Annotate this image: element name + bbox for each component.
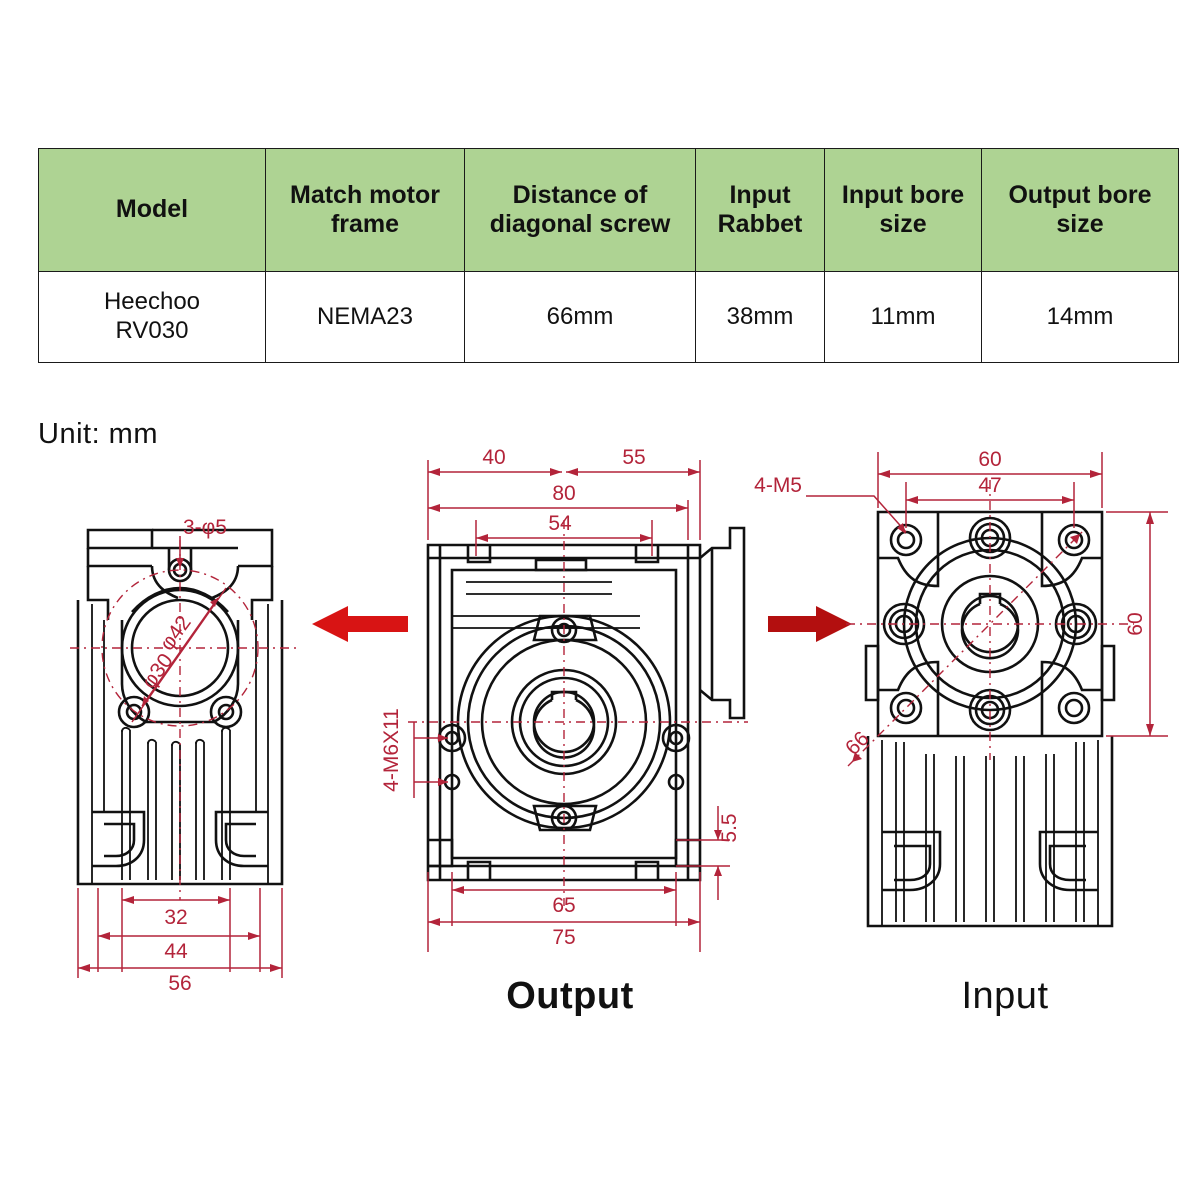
header-dist-line1: Distance of [512, 180, 648, 209]
header-input-rabbet: Input Rabbet [695, 148, 825, 272]
dim-input-60-height: 60 [1124, 612, 1147, 635]
dim-side-32: 32 [164, 906, 187, 929]
spec-table-head: Model Match motor frame Distance of diag… [38, 148, 1179, 272]
dim-output-65: 65 [552, 894, 575, 917]
cell-input-bore-size: 11mm [824, 271, 982, 363]
dim-input-47: 47 [978, 474, 1001, 497]
arrow-left-icon [312, 606, 408, 642]
dim-side-44: 44 [164, 940, 188, 963]
dim-output-55: 55 [622, 446, 645, 469]
table-header-row: Model Match motor frame Distance of diag… [38, 148, 1179, 272]
unit-note: Unit: mm [38, 418, 158, 450]
cell-model: Heechoo RV030 [38, 271, 266, 363]
header-input-bore-size: Input bore size [824, 148, 982, 272]
spec-table: Model Match motor frame Distance of diag… [38, 148, 1179, 363]
header-match-motor-frame: Match motor frame [265, 148, 465, 272]
caption-output: Output [506, 975, 634, 1017]
dim-output-5-5: 5.5 [718, 813, 741, 842]
dim-output-54: 54 [548, 512, 572, 535]
dim-side-56: 56 [168, 972, 191, 995]
dim-output-75: 75 [552, 926, 575, 949]
dim-side-bore-inner: φ30 [137, 649, 177, 692]
cell-distance-diagonal-screw: 66mm [464, 271, 696, 363]
header-inbore-line2: size [879, 210, 927, 238]
header-rabbet-line2: Rabbet [717, 210, 803, 238]
header-output-bore-size: Output bore size [981, 148, 1179, 272]
cell-model-line1: Heechoo [103, 288, 201, 316]
input-view-drawing: 4-M5 60 47 60 [754, 448, 1168, 928]
header-rabbet-line1: Input [729, 180, 791, 209]
header-model-line1: Model [115, 195, 189, 224]
header-frame-line1: Match motor [290, 180, 440, 209]
dim-input-tapped-holes: 4-M5 [754, 474, 802, 497]
header-distance-diagonal-screw: Distance of diagonal screw [464, 148, 696, 272]
header-dist-line2: diagonal screw [489, 210, 671, 238]
spec-table-body: Heechoo RV030 NEMA23 66mm 38mm 11mm 14mm [38, 271, 1179, 363]
output-view-drawing: 40 55 80 54 4-M6X11 [380, 446, 748, 952]
cell-model-line2: RV030 [115, 317, 189, 344]
dim-output-40: 40 [482, 446, 505, 469]
dim-output-tapped-holes: 4-M6X11 [380, 708, 403, 792]
caption-input: Input [961, 975, 1049, 1017]
side-view-drawing: 3-φ5 φ42 φ30 32 44 [70, 516, 296, 995]
cell-input-rabbet: 38mm [695, 271, 825, 363]
dim-input-60-width: 60 [978, 448, 1001, 471]
arrow-right-icon [768, 606, 852, 642]
cell-output-bore-size: 14mm [981, 271, 1179, 363]
table-row: Heechoo RV030 NEMA23 66mm 38mm 11mm 14mm [38, 271, 1179, 363]
cell-match-motor-frame: NEMA23 [265, 271, 465, 363]
header-inbore-line1: Input bore [841, 180, 965, 209]
header-outbore-line1: Output bore [1008, 180, 1152, 209]
header-model: Model [38, 148, 266, 272]
header-outbore-line2: size [1056, 210, 1104, 238]
dim-output-80: 80 [552, 482, 575, 505]
header-frame-line2: frame [330, 210, 400, 238]
dim-side-holes: 3-φ5 [183, 516, 227, 539]
